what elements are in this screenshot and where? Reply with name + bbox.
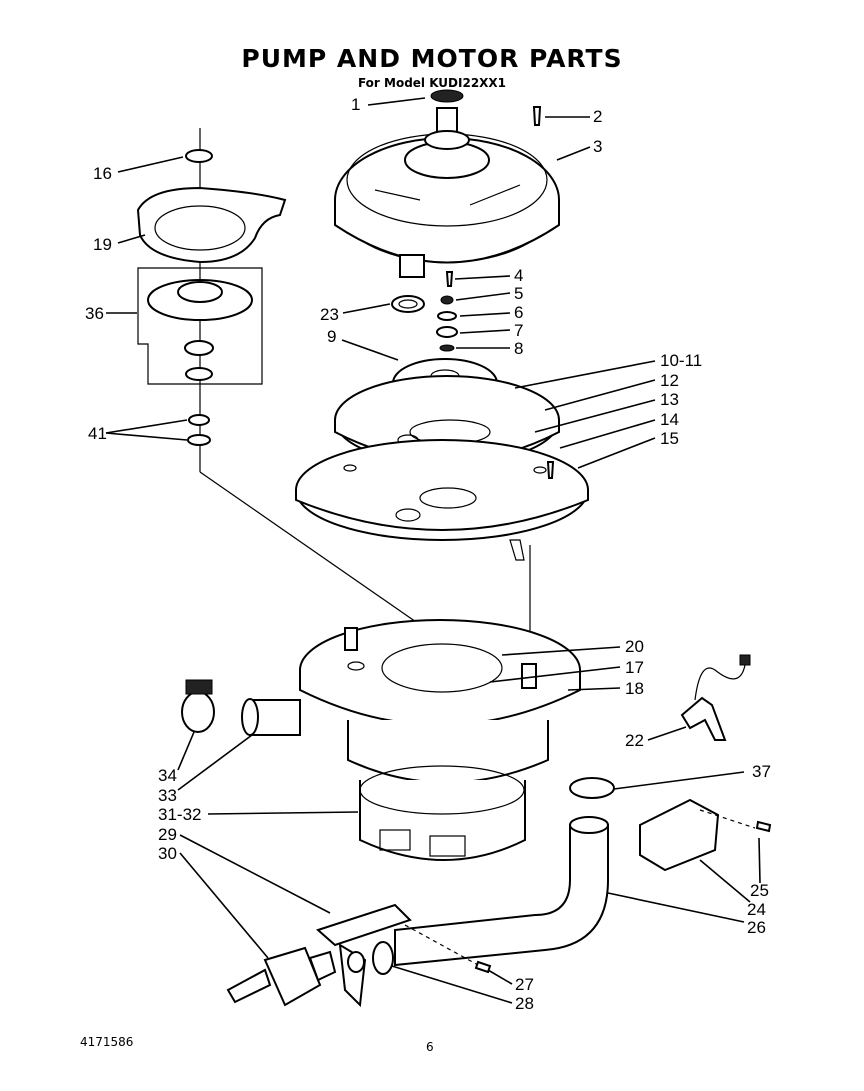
drain-hose-part xyxy=(394,777,615,967)
mounting-plate-part xyxy=(295,439,589,561)
callout-20: 20 xyxy=(625,637,644,656)
callout-8: 8 xyxy=(514,339,523,358)
callout-16: 16 xyxy=(93,164,112,183)
callout-36: 36 xyxy=(85,304,104,323)
callout-23: 23 xyxy=(320,305,339,324)
seal-assembly-part xyxy=(136,128,287,450)
screw-icon xyxy=(445,106,542,287)
inlet-fitting-part xyxy=(226,903,492,1008)
callout-4: 4 xyxy=(514,266,523,285)
callout-3: 3 xyxy=(593,137,602,156)
callout-14: 14 xyxy=(660,410,679,429)
callout-37: 37 xyxy=(752,762,771,781)
callout-24: 24 xyxy=(747,900,766,919)
callout-29: 29 xyxy=(158,825,177,844)
callout-9: 9 xyxy=(327,327,336,346)
callout-34: 34 xyxy=(158,766,177,785)
callout-1: 1 xyxy=(351,95,360,114)
hose-clamp-part xyxy=(181,679,301,736)
bracket-part xyxy=(680,654,751,741)
callout-5: 5 xyxy=(514,284,523,303)
callout-10-11: 10-11 xyxy=(660,351,702,370)
callout-30: 30 xyxy=(158,844,177,863)
callout-19: 19 xyxy=(93,235,112,254)
callout-17: 17 xyxy=(625,658,644,677)
callout-22: 22 xyxy=(625,731,644,750)
pump-base-part xyxy=(299,619,581,861)
washer-stack xyxy=(391,295,458,352)
motor-housing-part xyxy=(334,89,560,278)
switch-part xyxy=(639,798,772,872)
callout-31-32: 31-32 xyxy=(158,805,201,824)
callout-27: 27 xyxy=(515,975,534,994)
callout-2: 2 xyxy=(593,107,602,126)
document-number: 4171586 xyxy=(80,1035,134,1049)
page-number: 6 xyxy=(426,1040,434,1054)
callout-6: 6 xyxy=(514,303,523,322)
callout-33: 33 xyxy=(158,786,177,805)
callout-41: 41 xyxy=(88,424,107,443)
callout-7: 7 xyxy=(514,321,523,340)
callout-25: 25 xyxy=(750,881,769,900)
model-subtitle: For Model KUDI22XX1 xyxy=(357,76,507,90)
leader-lines xyxy=(105,97,761,1004)
callout-15: 15 xyxy=(660,429,679,448)
callout-28: 28 xyxy=(515,994,534,1013)
callout-26: 26 xyxy=(747,918,766,937)
callout-13: 13 xyxy=(660,390,679,409)
page-title: PUMP AND MOTOR PARTS xyxy=(241,44,623,73)
callout-labels: 1 2 3 4 5 6 7 8 9 10-11 12 13 14 15 16 1… xyxy=(85,95,771,1013)
callout-12: 12 xyxy=(660,371,679,390)
callout-18: 18 xyxy=(625,679,644,698)
